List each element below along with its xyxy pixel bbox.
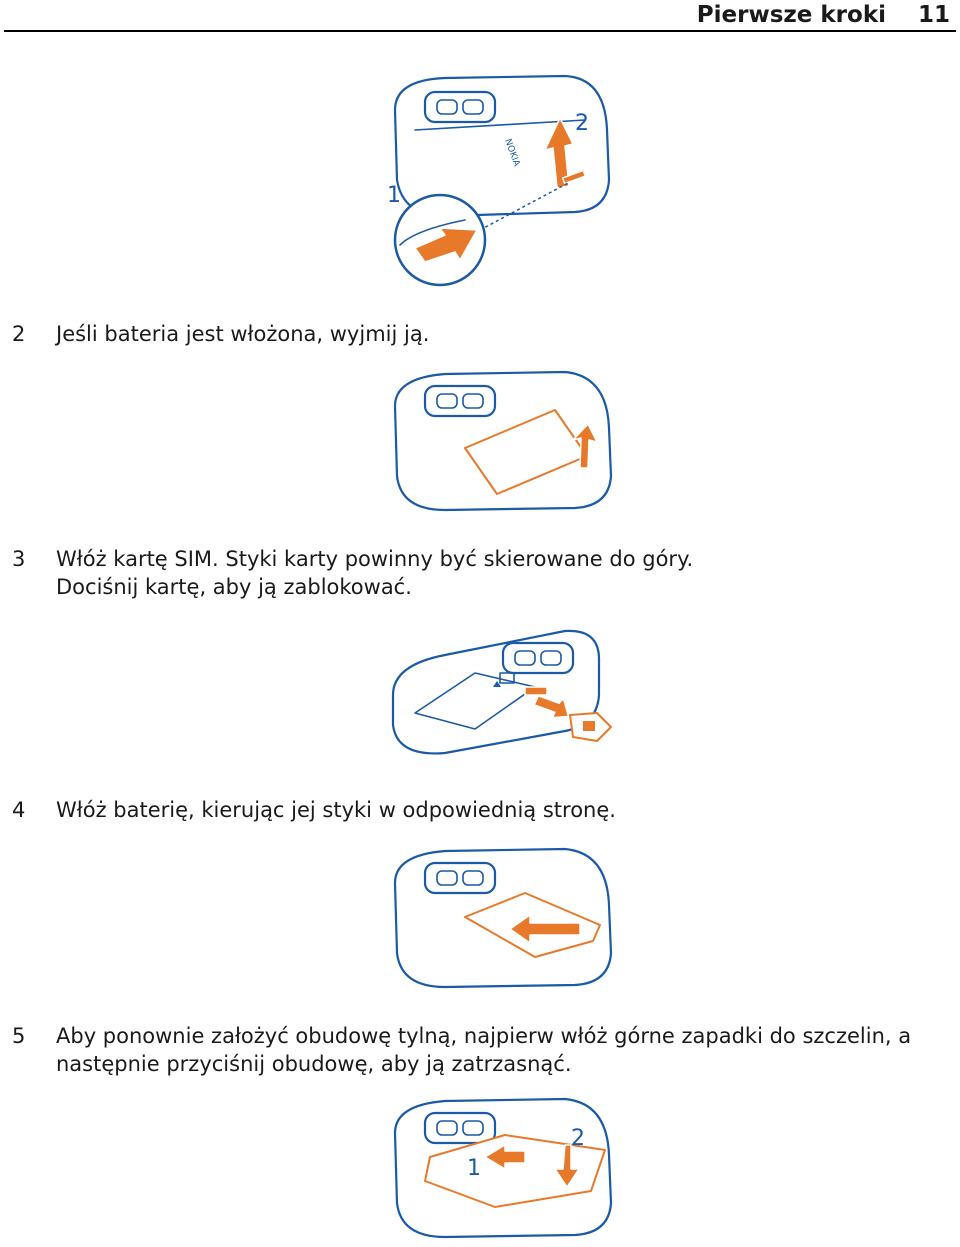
step-label-2: 2 <box>571 1126 585 1151</box>
step-number: 5 <box>12 1024 26 1048</box>
step-text-line-1: Włóż kartę SIM. Styki karty powinny być … <box>56 547 694 571</box>
step-number: 4 <box>12 798 26 822</box>
step-2: 2 Jeśli bateria jest włożona, wyjmij ją. <box>12 320 952 350</box>
step-label-1: 1 <box>387 183 401 208</box>
step-text-line-2: następnie przyciśnij obudowę, aby ją zat… <box>56 1052 572 1076</box>
section-title: Pierwsze kroki <box>696 2 886 28</box>
step-number: 3 <box>12 547 26 571</box>
step-number: 2 <box>12 322 26 346</box>
step-5: 5 Aby ponownie założyć obudowę tylną, na… <box>12 1022 952 1082</box>
step-label-2: 2 <box>575 111 589 136</box>
step-text-line-2: Dociśnij kartę, aby ją zablokować. <box>56 575 412 599</box>
page-header: Pierwsze kroki 11 <box>4 0 956 32</box>
figure-remove-back-cover: NOKIA 2 1 <box>385 70 625 290</box>
figure-insert-sim <box>385 625 625 760</box>
step-label-1: 1 <box>467 1156 481 1181</box>
step-text: Jeśli bateria jest włożona, wyjmij ją. <box>56 322 430 346</box>
figure-insert-battery <box>385 845 625 995</box>
step-text: Włóż baterię, kierując jej styki w odpow… <box>56 798 616 822</box>
figure-attach-back-cover: 1 2 <box>385 1095 625 1240</box>
step-4: 4 Włóż baterię, kierując jej styki w odp… <box>12 796 952 826</box>
step-3: 3 Włóż kartę SIM. Styki karty powinny by… <box>12 545 952 605</box>
step-text-line-1: Aby ponownie założyć obudowę tylną, najp… <box>56 1024 912 1048</box>
figure-remove-battery <box>385 368 625 518</box>
page-number: 11 <box>917 2 950 28</box>
